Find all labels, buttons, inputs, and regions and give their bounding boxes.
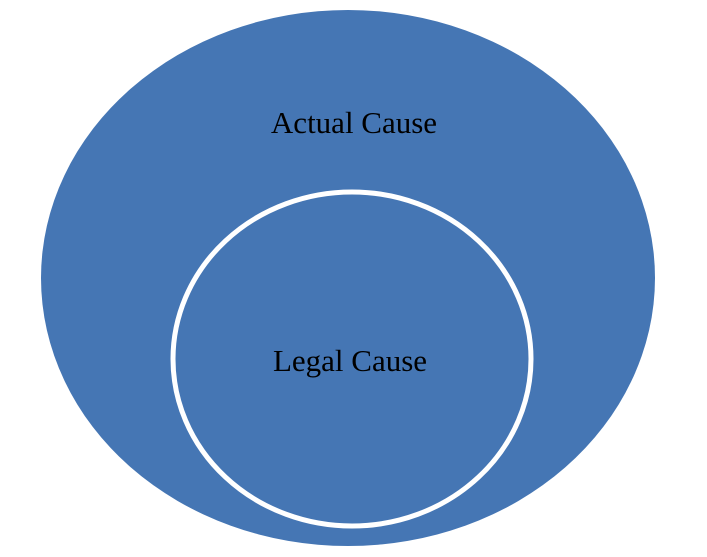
outer-label: Actual Cause [271,105,437,140]
inner-circle-legal-cause [170,189,534,529]
inner-label: Legal Cause [273,343,427,378]
